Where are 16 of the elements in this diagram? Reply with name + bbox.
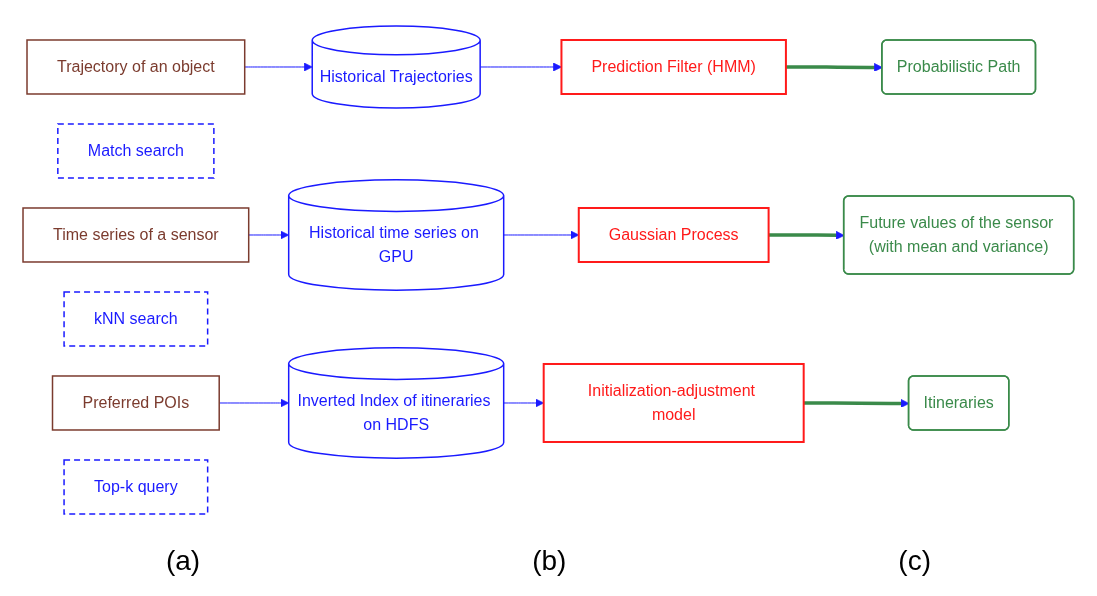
panel-label: (c) [898,545,931,577]
arrow [248,230,290,240]
node-box: Time series of a sensor [22,207,250,263]
node-box: Preferred POIs [51,375,221,431]
node-box: Trajectory of an object [26,39,246,95]
node-box: Match search [57,123,215,179]
arrow [244,62,313,72]
panel-label: (b) [532,545,567,577]
arrow [786,63,883,72]
arrow [479,62,562,72]
node-box: Prediction Filter (HMM) [560,39,788,95]
node-box: Gaussian Process [577,207,770,263]
node-box: Initialization-adjustment model [542,363,805,443]
node-box: Top-k query [63,459,209,515]
node-box: kNN search [63,291,209,347]
panel-label: (a) [165,545,201,577]
